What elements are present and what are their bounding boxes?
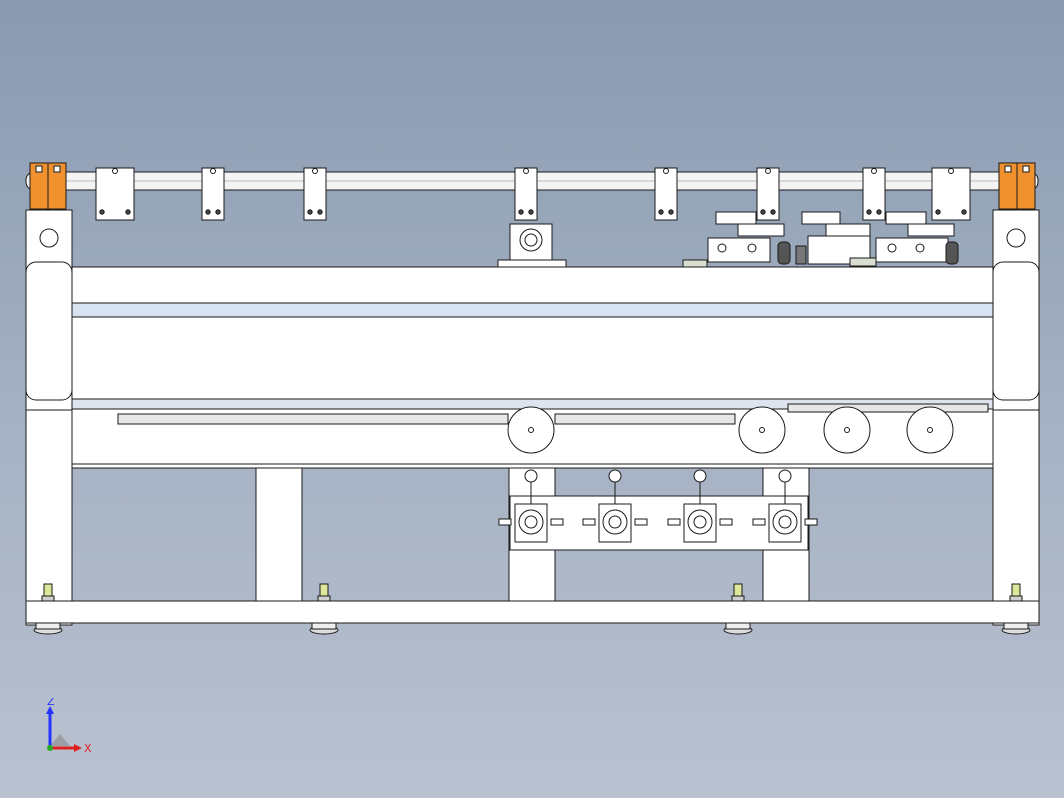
pipe-clamp [303, 167, 327, 221]
rack-roller [507, 406, 555, 454]
upper-beam-band [71, 302, 994, 318]
pipe-clamp [201, 167, 225, 221]
pipe-clamp [931, 167, 971, 221]
z-axis-label: Z [47, 698, 55, 708]
rack-roller [823, 406, 871, 454]
rack-roller [906, 406, 954, 454]
bearing-block [497, 223, 567, 268]
origin-marker [47, 745, 53, 751]
right-orange-clamp [998, 162, 1036, 210]
leveling-foot [33, 583, 63, 635]
gear-rack [117, 413, 509, 425]
pipe-clamp [654, 167, 678, 221]
left-orange-clamp [29, 162, 67, 210]
leveling-foot [723, 583, 753, 635]
base-beam [25, 600, 1040, 624]
drive-unit-2 [795, 211, 877, 267]
pipe-clamp [756, 167, 780, 221]
z-axis-arrow [46, 706, 54, 714]
rack-roller [738, 406, 786, 454]
pipe-clamp [862, 167, 886, 221]
manual-valve [667, 469, 733, 543]
y-axis-cone [50, 734, 70, 746]
manual-valve [582, 469, 648, 543]
x-axis-label: X [84, 742, 92, 755]
manual-valve [752, 469, 818, 543]
right-post-hole [1006, 228, 1026, 248]
pipe-clamp [514, 167, 538, 221]
left-post-hole [39, 228, 59, 248]
pipe-clamp [95, 167, 135, 221]
coordinate-triad: Z X [46, 698, 92, 755]
x-axis-arrow [74, 744, 82, 752]
manual-valve [498, 469, 564, 543]
drive-unit-1 [682, 211, 791, 268]
drive-unit-3 [875, 211, 959, 265]
leveling-foot [1001, 583, 1031, 635]
upper-beam [71, 266, 994, 304]
support-post-1 [255, 467, 303, 603]
middle-beam [71, 316, 994, 400]
leveling-foot [309, 583, 339, 635]
